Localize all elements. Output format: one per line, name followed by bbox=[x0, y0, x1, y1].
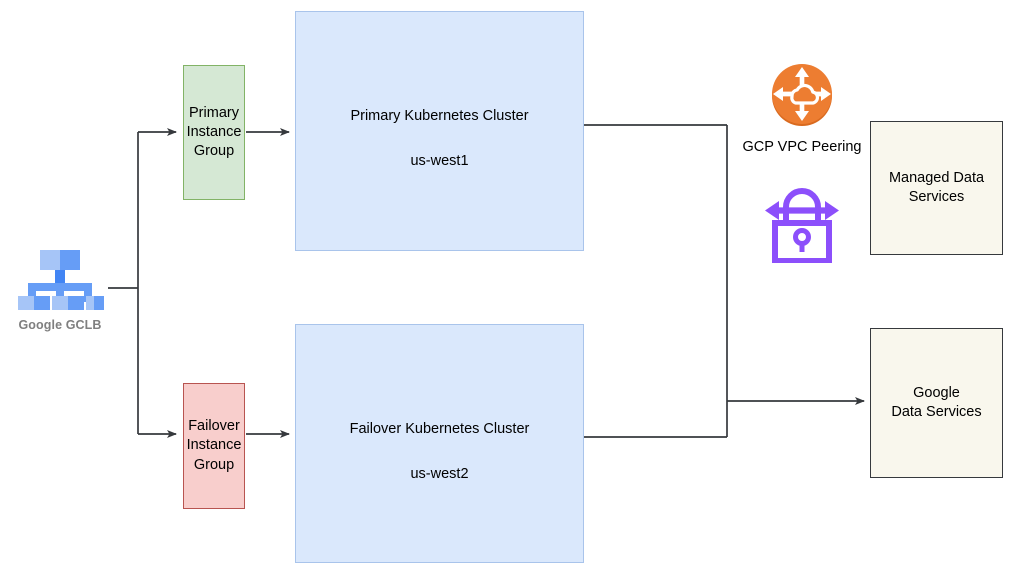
gcp-vpc-peering-label: GCP VPC Peering bbox=[742, 139, 862, 155]
primary-instance-group-line-2: Instance bbox=[186, 123, 242, 140]
primary-kubernetes-cluster-region: us-west1 bbox=[410, 153, 469, 170]
failover-instance-group-line-2: Instance bbox=[186, 437, 242, 454]
vpn-lock-icon[interactable] bbox=[761, 173, 843, 263]
gcp-vpc-peering-icon[interactable] bbox=[770, 63, 834, 127]
connector-gclb-split bbox=[108, 128, 177, 438]
primary-instance-group[interactable]: Primary Instance Group bbox=[183, 65, 245, 200]
failover-instance-group-line-1: Failover bbox=[188, 418, 240, 435]
google-data-services[interactable]: Google Data Services bbox=[870, 328, 1003, 478]
failover-kubernetes-cluster[interactable]: Failover Kubernetes Cluster us-west2 bbox=[295, 324, 584, 563]
primary-instance-group-line-3: Group bbox=[193, 143, 235, 160]
primary-instance-group-line-1: Primary bbox=[189, 104, 239, 121]
google-gclb-label: Google GCLB bbox=[18, 318, 102, 332]
google-gclb[interactable]: Google GCLB bbox=[10, 248, 110, 332]
managed-data-services-line-1: Managed Data bbox=[888, 169, 985, 186]
failover-kubernetes-cluster-region: us-west2 bbox=[410, 466, 469, 483]
failover-instance-group[interactable]: Failover Instance Group bbox=[183, 383, 245, 509]
primary-kubernetes-cluster[interactable]: Primary Kubernetes Cluster us-west1 bbox=[295, 11, 584, 251]
primary-kubernetes-cluster-title: Primary Kubernetes Cluster bbox=[350, 108, 529, 124]
connector-clusters-to-google-data-services bbox=[584, 124, 865, 438]
failover-kubernetes-cluster-title: Failover Kubernetes Cluster bbox=[349, 421, 530, 437]
google-cloud-load-balancer-icon bbox=[18, 250, 104, 310]
google-data-services-line-1: Google bbox=[913, 384, 960, 401]
failover-instance-group-line-3: Group bbox=[193, 456, 235, 473]
google-data-services-line-2: Data Services bbox=[891, 404, 982, 420]
managed-data-services-line-2: Services bbox=[908, 189, 965, 205]
managed-data-services[interactable]: Managed Data Services bbox=[870, 121, 1003, 255]
